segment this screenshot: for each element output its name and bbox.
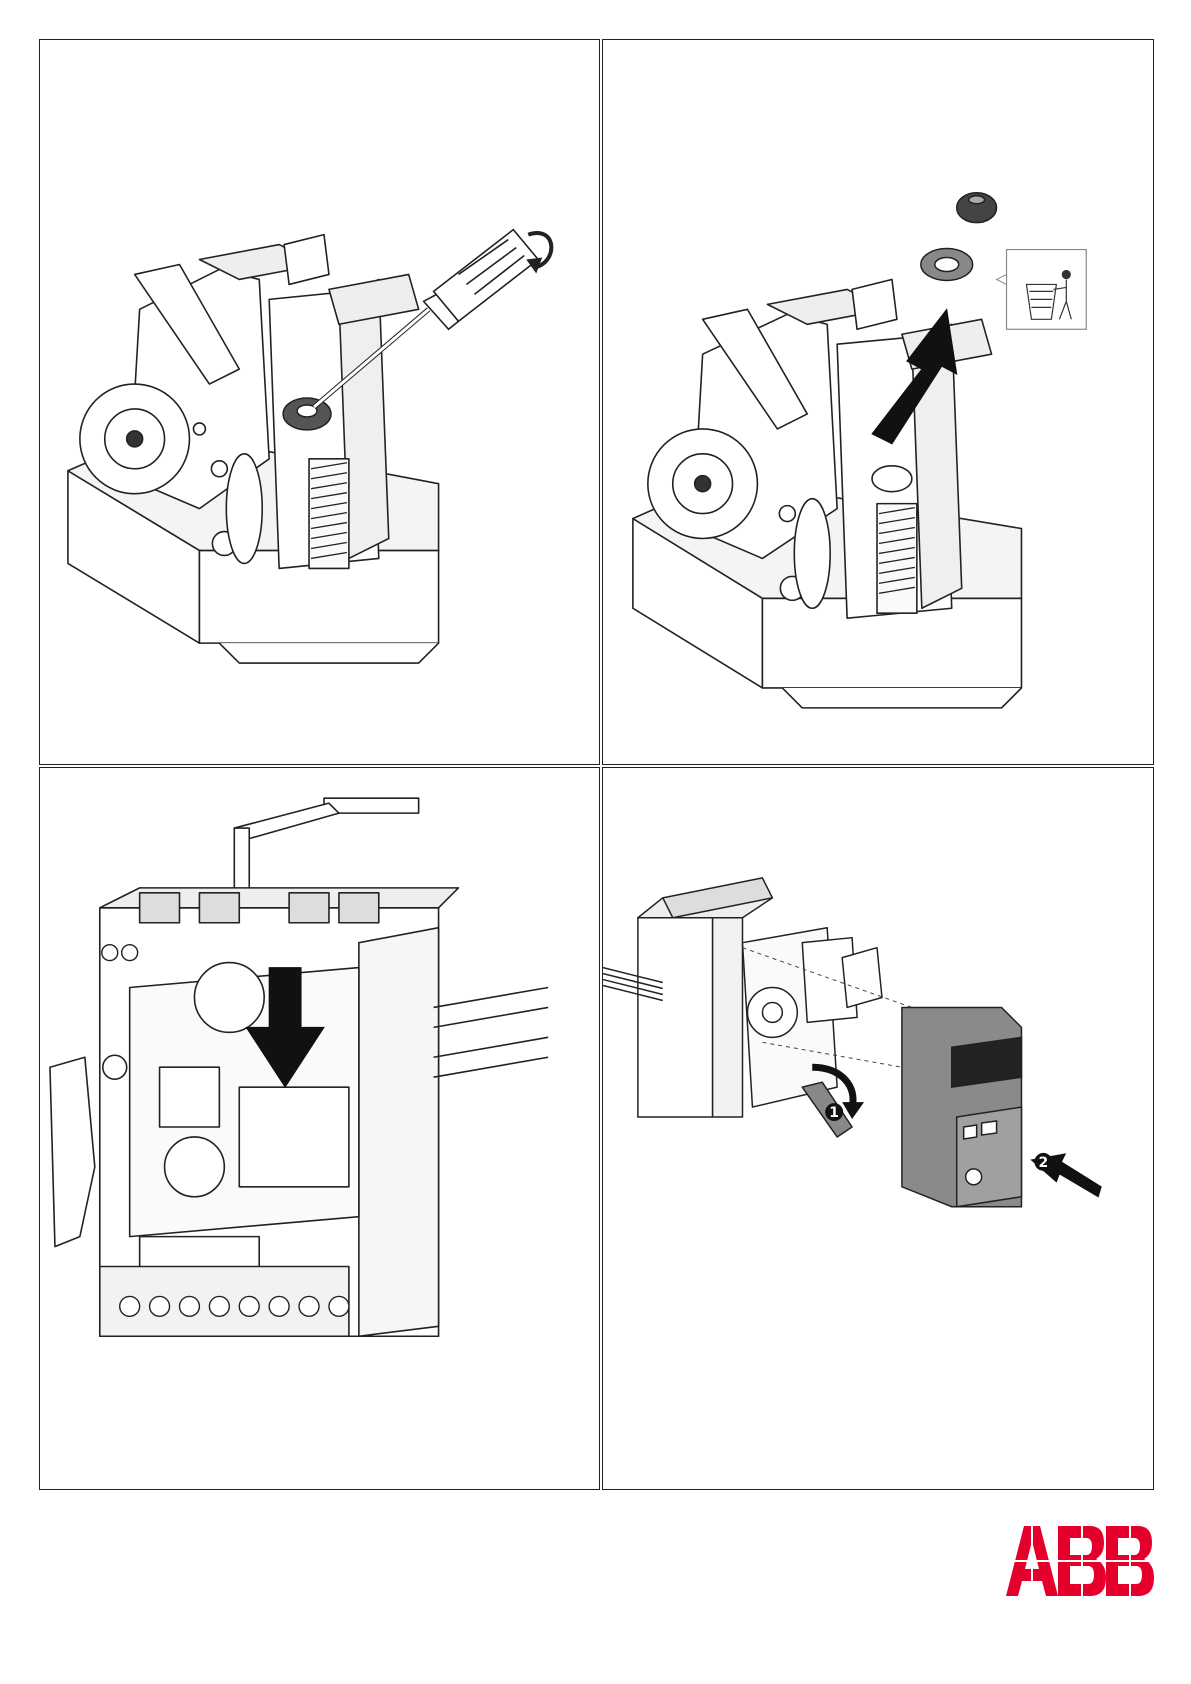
recycle-bin-icon	[997, 250, 1087, 330]
illustration-panel-1	[39, 39, 600, 765]
abb-logo	[1006, 1526, 1154, 1596]
illustration-panel-4: 1 2	[602, 767, 1154, 1490]
breaker-cover-illustration: 1 2	[603, 768, 1153, 1489]
illustration-panel-2	[602, 39, 1154, 765]
breaker-mechanism-illustration	[40, 40, 599, 764]
svg-text:2: 2	[1039, 1155, 1049, 1171]
step-marker-1: 1	[825, 1103, 843, 1121]
step-marker-2: 2	[1034, 1153, 1052, 1171]
breaker-front-illustration	[40, 768, 599, 1489]
breaker-mechanism-illustration	[603, 40, 1153, 764]
svg-text:1: 1	[829, 1105, 839, 1121]
illustration-panel-3	[39, 767, 600, 1490]
